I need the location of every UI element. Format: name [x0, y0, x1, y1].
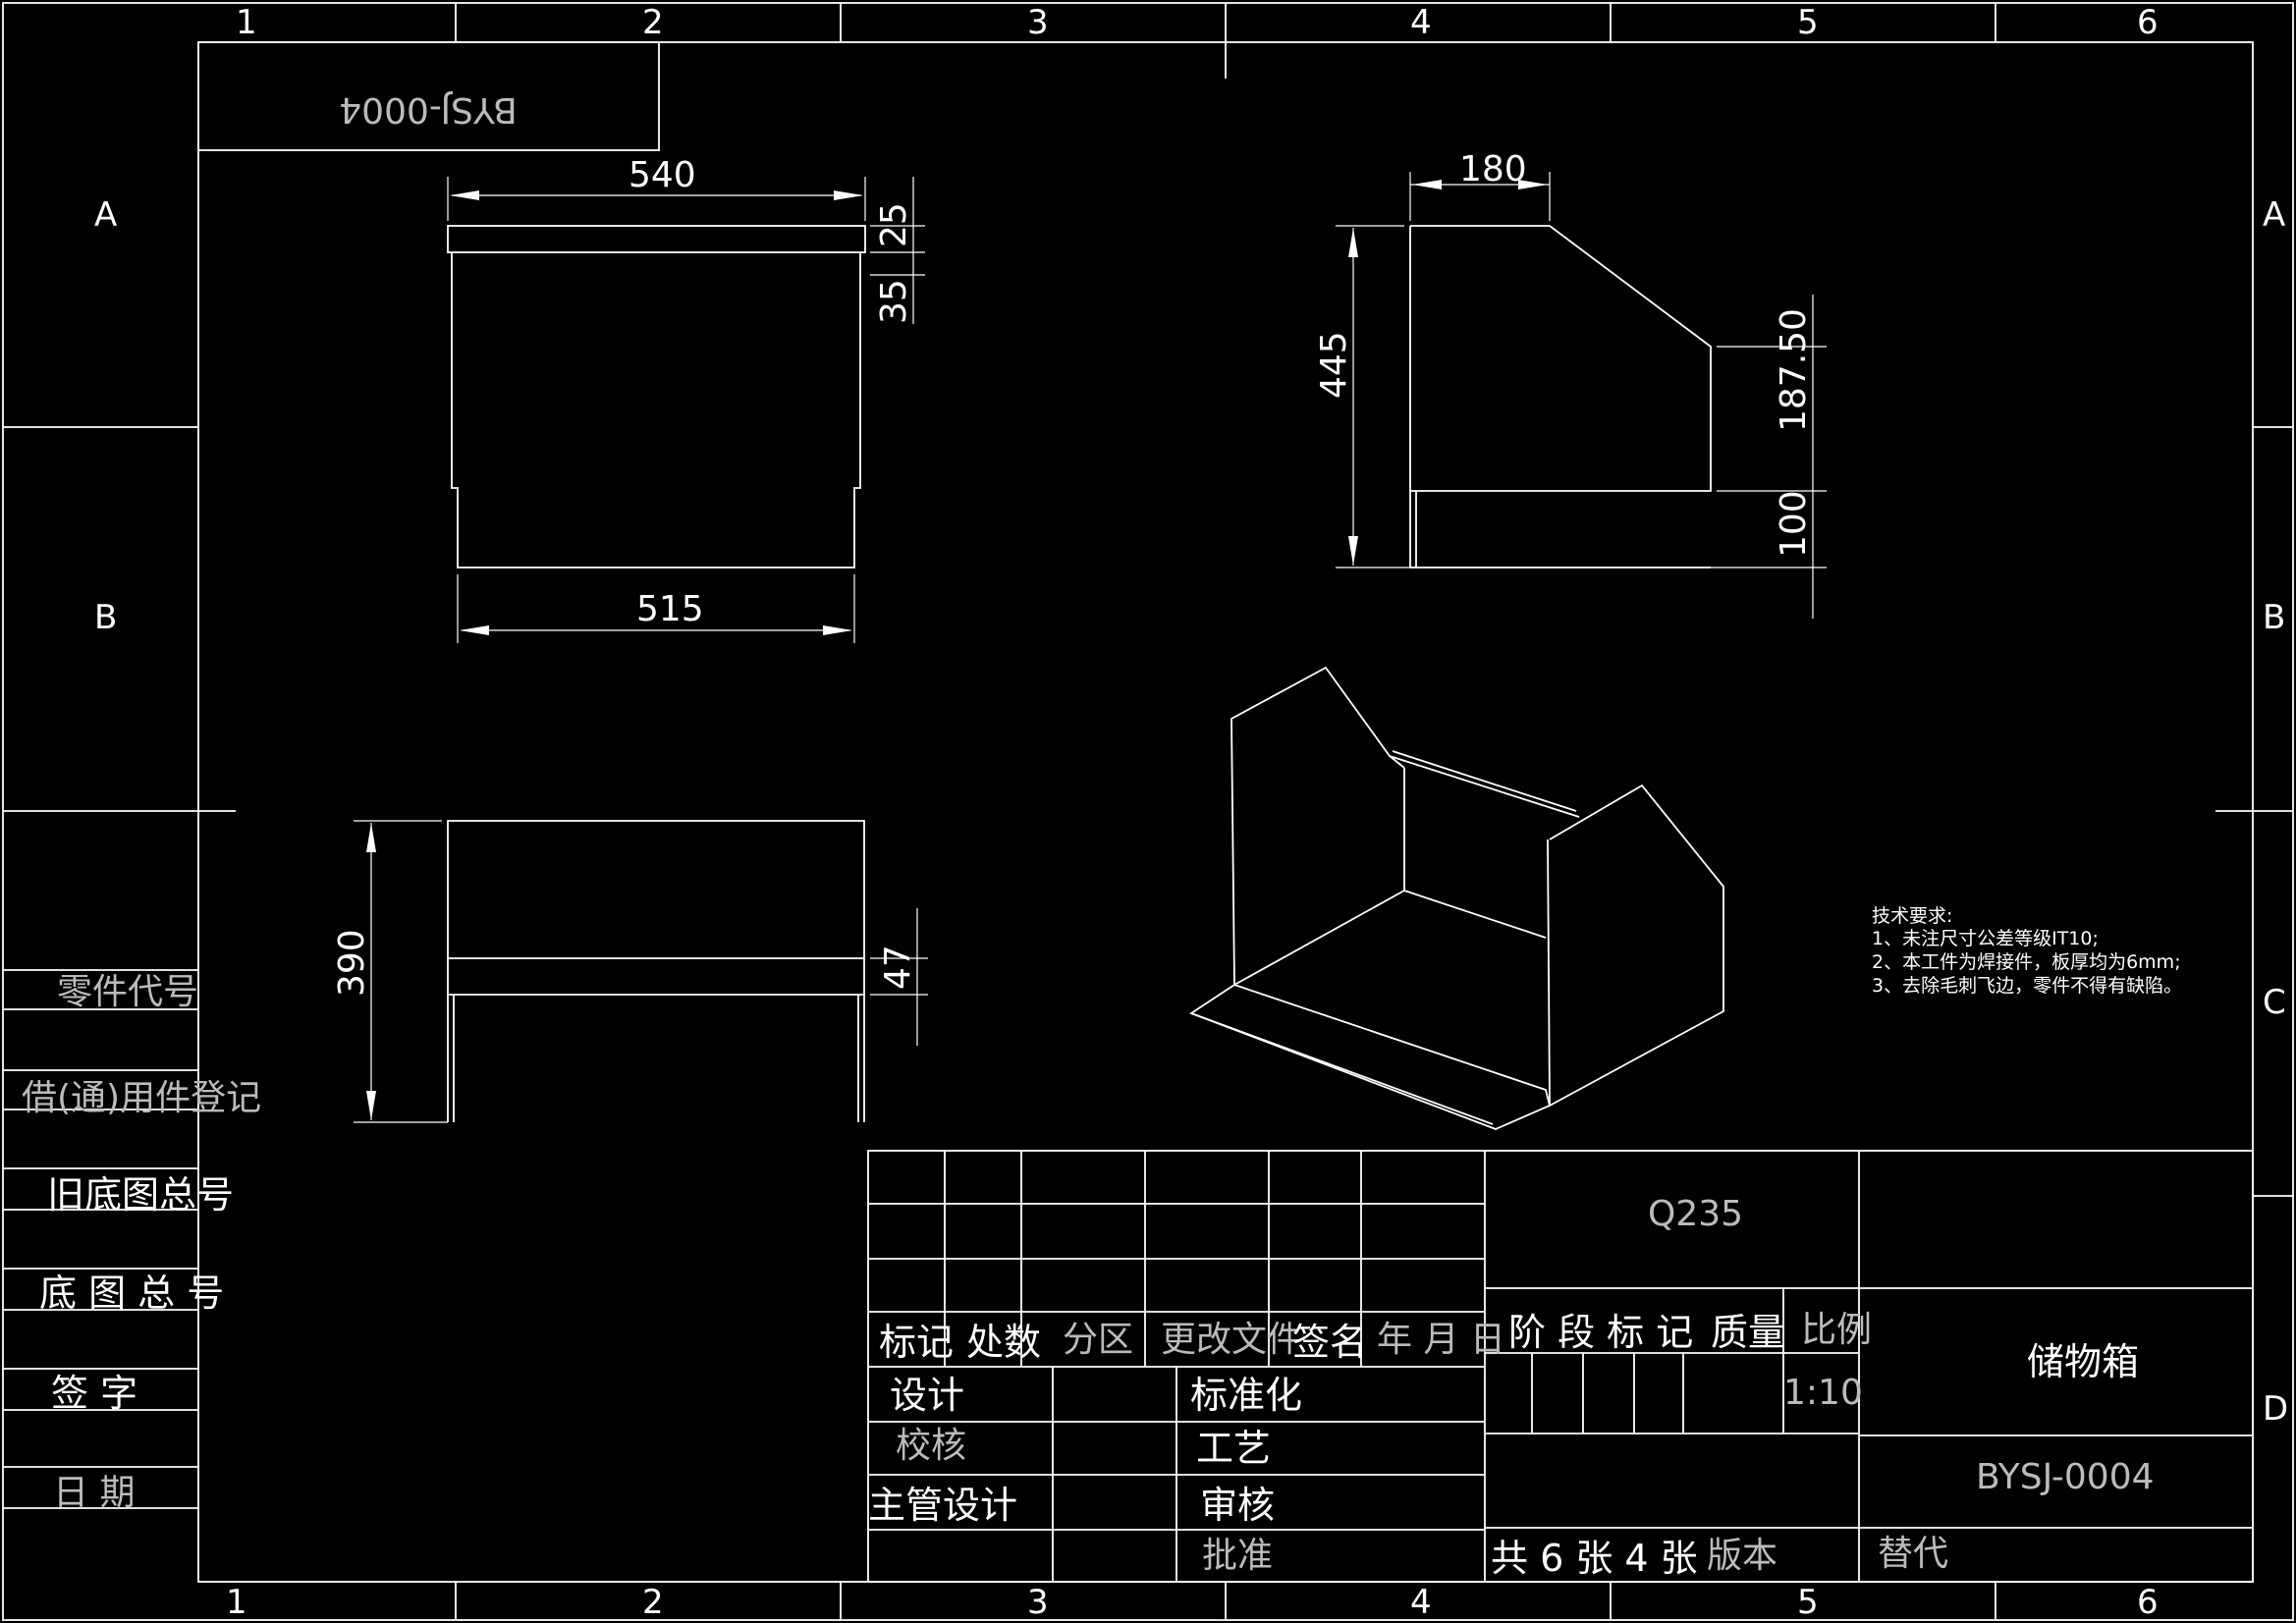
design-label: 设计: [890, 1374, 964, 1417]
drawing-number: BYSJ-0004: [1976, 1457, 2155, 1497]
part-code-label: 零件代号: [57, 972, 198, 1012]
count-label: 处数: [966, 1321, 1041, 1364]
review-label: 审核: [1200, 1484, 1275, 1527]
isometric-view: [1189, 666, 1724, 1130]
row-label-a-right: A: [2263, 195, 2285, 235]
col-label-4-top: 4: [1410, 3, 1432, 42]
col-label-1-top: 1: [236, 3, 257, 42]
dim-187-50: 187.50: [1774, 308, 1814, 432]
mark-label: 标记: [879, 1321, 954, 1364]
side-view-dims: [1336, 172, 1827, 619]
dim-100: 100: [1774, 490, 1814, 558]
rotated-code-text: BYSJ-0004: [339, 89, 518, 130]
side-view: [1409, 225, 1712, 568]
dim-47: 47: [878, 945, 918, 990]
weight-label: 质量: [1711, 1311, 1785, 1354]
arrow-515-left: [460, 625, 489, 635]
title-block-lines: [867, 1150, 2254, 1583]
note-3: 3、去除毛刺飞边，零件不得有缺陷。: [1872, 975, 2182, 997]
note-2: 2、本工件为焊接件，板厚均为6mm;: [1872, 951, 2181, 973]
col-label-5-top: 5: [1797, 3, 1819, 42]
arrow-445-bottom: [1348, 536, 1358, 566]
row-label-c-right: C: [2263, 983, 2286, 1022]
front-view: [447, 225, 866, 568]
top-view: [447, 820, 865, 1122]
zone-label: 分区: [1063, 1320, 1133, 1360]
dim-25: 25: [874, 202, 914, 247]
approve-label: 批准: [1202, 1536, 1273, 1576]
col-label-3-top: 3: [1027, 3, 1049, 42]
arrow-390-top: [366, 823, 376, 852]
col-label-2-bottom: 2: [642, 1583, 664, 1622]
standardize-label: 标准化: [1190, 1374, 1302, 1417]
col-label-6-bottom: 6: [2137, 1583, 2159, 1622]
scale-value: 1:10: [1783, 1373, 1863, 1413]
date-label: 日 期: [53, 1473, 135, 1513]
dim-390: 390: [332, 929, 372, 997]
col-label-6-top: 6: [2137, 3, 2159, 42]
sheets-label: 共 6 张 4 张: [1491, 1537, 1698, 1580]
col-label-5-bottom: 5: [1797, 1583, 1819, 1622]
signature-label: 签名: [1292, 1321, 1367, 1364]
part-name: 储物箱: [2027, 1340, 2139, 1383]
base-label: 底 图 总 号: [39, 1271, 224, 1315]
material-text: Q235: [1648, 1194, 1743, 1234]
dim-180: 180: [1459, 149, 1527, 189]
old-base-label: 旧底图总号: [47, 1173, 234, 1217]
replace-label: 替代: [1878, 1534, 1948, 1574]
dim-515: 515: [636, 589, 704, 629]
check-label: 校核: [896, 1426, 966, 1466]
arrow-445-top: [1348, 228, 1358, 257]
version-label: 版本: [1707, 1536, 1777, 1576]
sign-label: 签 字: [51, 1372, 137, 1415]
row-label-b-left: B: [94, 598, 117, 637]
row-label-b-right: B: [2263, 598, 2285, 637]
arrow-540-left: [450, 190, 479, 200]
front-view-dims: [447, 177, 925, 643]
col-label-4-bottom: 4: [1410, 1583, 1432, 1622]
rotated-code-box: [197, 41, 660, 151]
change-doc-label: 更改文件: [1161, 1320, 1302, 1360]
dim-540: 540: [629, 155, 696, 195]
row-label-d-right: D: [2263, 1389, 2288, 1429]
zone-ticks: [3, 3, 2293, 1620]
note-1: 1、未注尺寸公差等级IT10;: [1872, 928, 2099, 949]
arrow-180-right: [1518, 180, 1548, 189]
col-label-3-bottom: 3: [1027, 1583, 1049, 1622]
left-panel-lines: [3, 969, 198, 1509]
process-label: 工艺: [1196, 1427, 1271, 1470]
top-view-dims: [354, 820, 928, 1123]
dim-35: 35: [874, 279, 914, 324]
arrow-180-left: [1412, 180, 1442, 189]
borrowed-label: 借(通)用件登记: [22, 1078, 261, 1118]
arrow-390-bottom: [366, 1091, 376, 1120]
notes-heading: 技术要求:: [1872, 905, 1952, 927]
arrow-540-right: [834, 190, 863, 200]
stage-label: 阶 段 标 记: [1508, 1311, 1693, 1354]
col-label-1-bottom: 1: [226, 1583, 247, 1622]
col-label-2-top: 2: [642, 3, 664, 42]
ratio-label: 比例: [1801, 1310, 1872, 1350]
row-label-a-left: A: [94, 195, 117, 235]
arrow-515-right: [823, 625, 852, 635]
supervisor-label: 主管设计: [868, 1484, 1017, 1527]
ymd-label: 年 月 日: [1377, 1320, 1505, 1360]
dim-445: 445: [1314, 331, 1354, 399]
